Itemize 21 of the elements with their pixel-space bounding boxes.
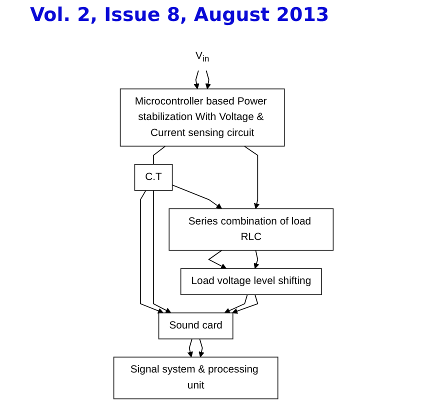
node-box: Series combination of load RLC <box>168 208 334 251</box>
arrow <box>172 184 222 209</box>
arrow <box>208 250 227 269</box>
node-box: Sound card <box>158 312 234 340</box>
arrow <box>244 146 260 209</box>
arrow <box>187 338 193 358</box>
arrow <box>194 70 200 90</box>
node-box: C.T <box>134 164 173 191</box>
journal-issue-heading: Vol. 2, Issue 8, August 2013 <box>30 4 330 26</box>
arrow <box>140 190 164 314</box>
node-box: Signal system & processing unit <box>113 356 278 400</box>
node-text: V$_{in}$ <box>195 50 210 64</box>
node-box: Microcontroller based Power stabilization With Voltage & Current sensing circuit <box>120 88 285 147</box>
connector <box>153 146 166 165</box>
arrow <box>232 294 258 314</box>
arrow <box>153 190 172 314</box>
arrow <box>205 70 211 90</box>
arrow <box>198 338 204 358</box>
arrow <box>224 294 248 314</box>
arrow <box>254 250 260 269</box>
node-box: Load voltage level shifting <box>180 268 322 296</box>
